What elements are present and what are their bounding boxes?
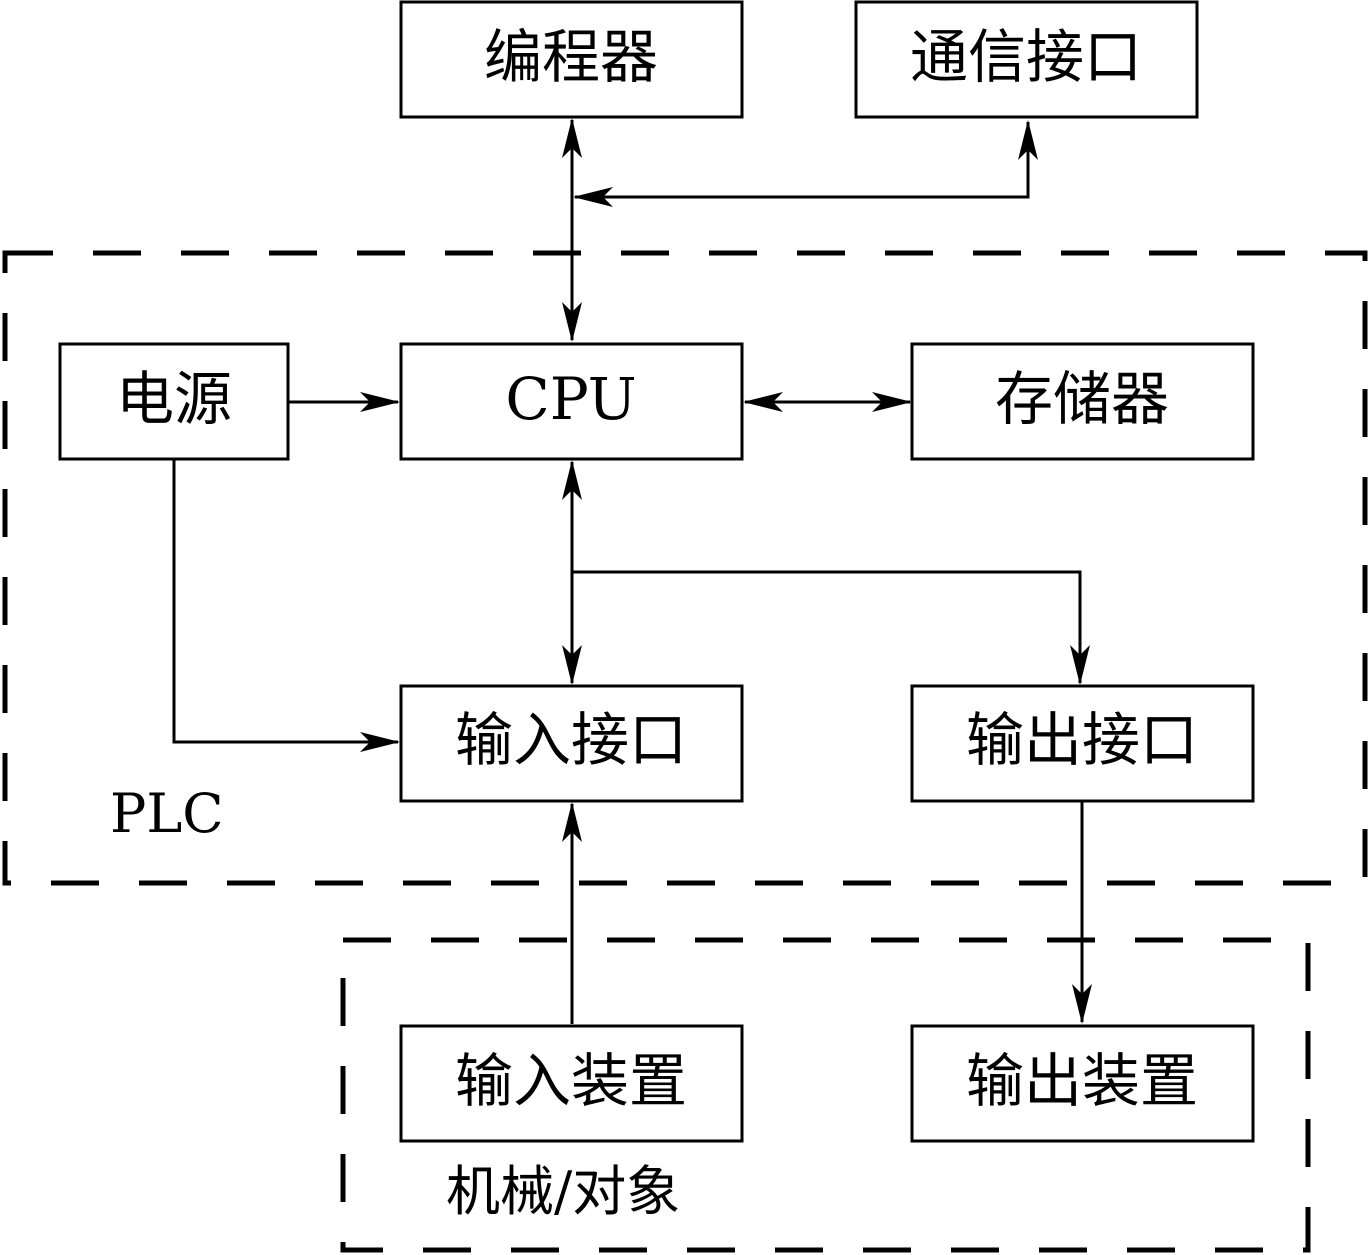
node-memory-label: 存储器 [995,365,1169,433]
machine-region-label: 机械/对象 [446,1160,680,1223]
node-cpu-label: CPU [505,365,636,433]
edge-power-input-interface [172,460,400,752]
node-output-interface-label: 输出接口 [966,706,1198,774]
node-programmer-label: 编程器 [484,23,658,91]
node-output-device: 输出装置 [910,1024,1255,1143]
node-output-device-label: 输出装置 [966,1047,1198,1115]
plc-region-boundary [2,250,1368,886]
plc-region-label: PLC [110,782,224,845]
node-input-interface-label: 输入接口 [455,706,687,774]
node-comm-interface: 通信接口 [854,0,1199,119]
node-power: 电源 [58,342,290,461]
edge-comm-branch [573,120,1038,207]
edge-cpu-output-interface [572,570,1090,685]
node-input-device-label: 输入装置 [455,1047,687,1115]
node-input-device: 输入装置 [399,1024,744,1143]
node-output-interface: 输出接口 [910,684,1255,803]
node-input-interface: 输入接口 [399,684,744,803]
node-power-label: 电源 [116,365,232,433]
node-memory: 存储器 [910,342,1255,461]
node-cpu: CPU [399,342,744,461]
node-comm-interface-label: 通信接口 [910,23,1142,91]
node-programmer: 编程器 [399,0,744,119]
machine-region-boundary [340,937,1311,1253]
